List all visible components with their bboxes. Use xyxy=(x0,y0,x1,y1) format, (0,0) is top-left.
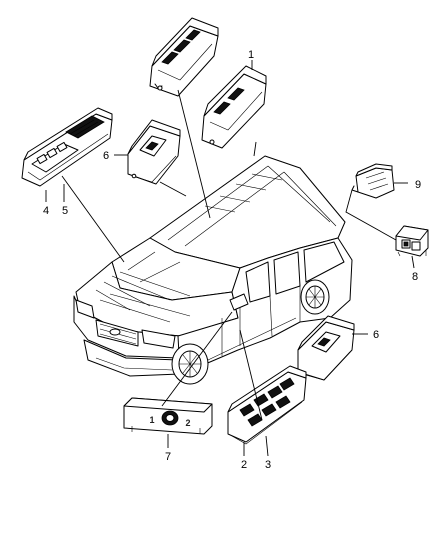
part-8-switch xyxy=(395,225,429,257)
switch-7-label-left: 1 xyxy=(149,415,154,425)
part-2-3-passenger-switch-bezel xyxy=(227,365,307,445)
minivan-illustration xyxy=(73,155,353,385)
part-4-5-driver-switch-bezel xyxy=(21,107,113,187)
callout-8: 8 xyxy=(412,271,418,283)
callout-9: 9 xyxy=(415,179,421,191)
part-1-switch-lower xyxy=(201,65,267,149)
callout-3: 3 xyxy=(265,459,271,471)
callout-1: 1 xyxy=(248,49,254,61)
part-1-switch-upper xyxy=(149,17,219,97)
callout-5: 5 xyxy=(62,205,68,217)
callout-6-lower: 6 xyxy=(373,329,379,341)
leader-lines xyxy=(45,60,415,457)
switch-7-label-right: 2 xyxy=(185,418,190,428)
callout-2: 2 xyxy=(241,459,247,471)
part-6-switch-lower xyxy=(297,315,355,381)
callout-4: 4 xyxy=(43,205,49,217)
part-6-switch-upper xyxy=(127,119,181,185)
part-7-console-switch xyxy=(123,397,213,435)
part-9-trim-bezel xyxy=(351,163,395,199)
callout-6-upper: 6 xyxy=(103,150,109,162)
callout-7: 7 xyxy=(165,451,171,463)
